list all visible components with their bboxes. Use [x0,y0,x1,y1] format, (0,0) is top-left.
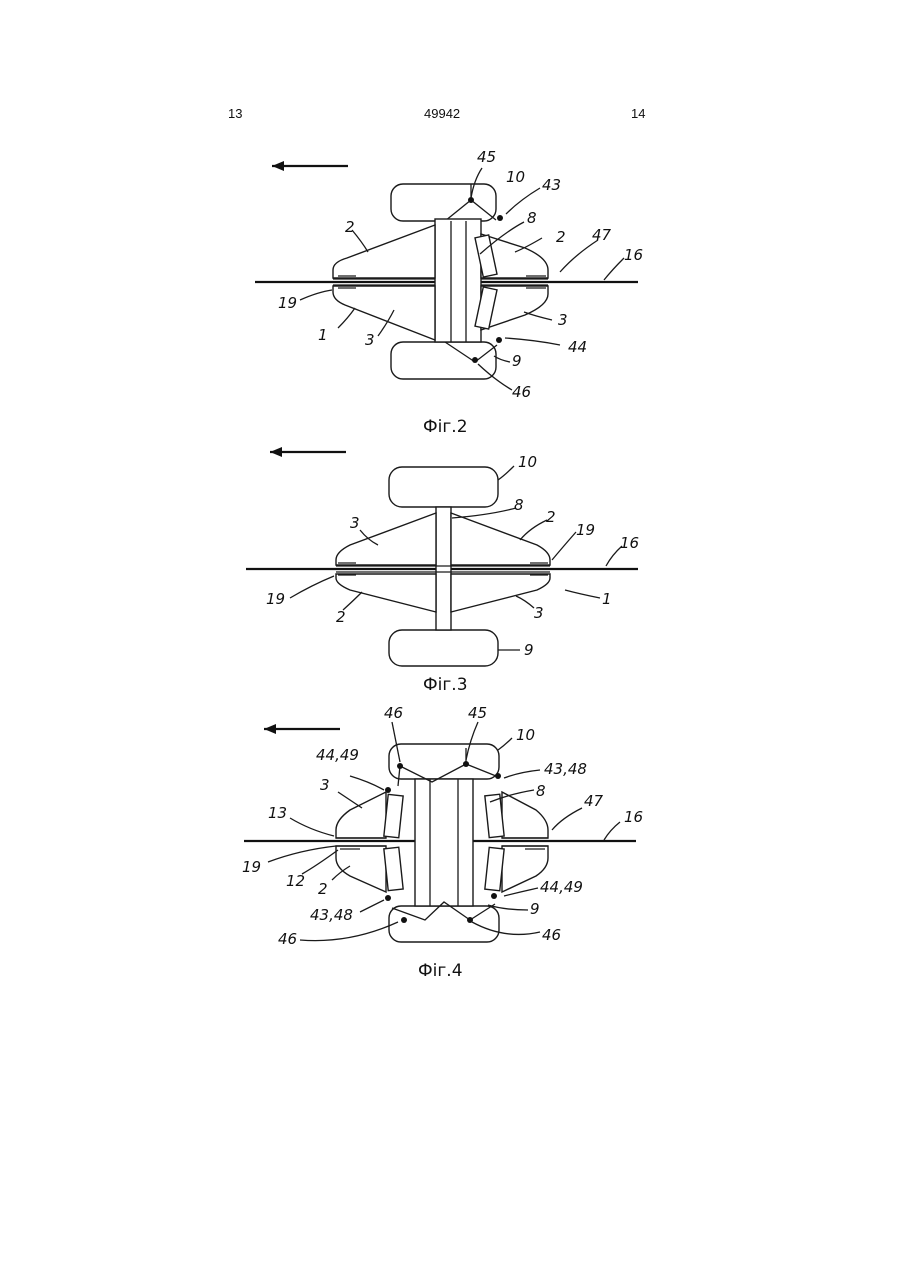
figure-4: 46 45 10 44,49 43,48 3 8 47 13 16 19 12 … [242,704,643,981]
fig3-label-3b: 3 [534,604,544,622]
fig3-label-9: 9 [524,641,534,659]
direction-arrow [270,447,346,457]
wing-2-upper [451,513,550,565]
fig4-label-10: 10 [516,726,535,744]
fig3-label-8: 8 [514,496,524,514]
fig4-label-3: 3 [320,776,330,794]
fig2-label-8: 8 [527,209,537,227]
direction-arrow [264,724,340,734]
fig3-label-19a: 19 [576,521,595,539]
fig2-label-2a: 2 [345,218,355,236]
mast-8 [435,219,481,342]
fig2-label-9: 9 [512,352,522,370]
fig2-label-43: 43 [542,176,561,194]
fig3-label-3a: 3 [350,514,360,532]
mast-8 [415,779,473,906]
fig2-label-2b: 2 [556,228,566,246]
fig2-caption: Фіг.2 [423,417,468,437]
fig2-label-10: 10 [506,168,525,186]
wing-3-left [336,792,386,838]
direction-arrow [272,161,348,171]
fig4-label-46b: 46 [278,930,297,948]
mast-8 [436,507,451,630]
fig2-label-3a: 3 [365,331,375,349]
fig3-label-19b: 19 [266,590,285,608]
wing-2-left [336,846,386,892]
wheel-10 [389,467,498,507]
wheel-9 [391,342,496,379]
fig4-label-47: 47 [584,792,604,810]
fig4-label-2: 2 [318,880,328,898]
fig3-label-2b: 2 [336,608,346,626]
wheel-9 [389,630,498,666]
wheel-10 [389,744,499,779]
fig3-label-16: 16 [620,534,639,552]
fig4-label-16: 16 [624,808,643,826]
fig4-label-43-48a: 43,48 [544,760,587,778]
fig4-label-8: 8 [536,782,546,800]
fig2-label-44: 44 [568,338,587,356]
wing-2-lower [336,574,436,612]
fig3-caption: Фіг.3 [423,675,468,695]
fig4-label-43-48b: 43,48 [310,906,353,924]
fig4-label-44-49a: 44,49 [316,746,359,764]
fig2-label-3b: 3 [558,311,568,329]
fig2-label-16: 16 [624,246,643,264]
fig2-label-46: 46 [512,383,531,401]
fig3-label-2a: 2 [546,508,556,526]
fig4-label-9: 9 [530,900,540,918]
fig4-label-13: 13 [268,804,287,822]
wheel-10 [391,184,496,221]
wing-3-left [333,286,435,340]
fig4-label-45: 45 [468,704,487,722]
fig4-label-44-49b: 44,49 [540,878,583,896]
fig3-label-1: 1 [602,590,612,608]
fig4-label-46c: 46 [542,926,561,944]
fig4-label-46a: 46 [384,704,403,722]
fig4-label-19: 19 [242,858,261,876]
fig2-label-1: 1 [318,326,328,344]
fig2-label-45: 45 [477,148,496,166]
figure-2: 45 10 43 2 8 2 47 16 19 1 3 3 44 9 46 Фі… [255,148,643,437]
fig4-label-12: 12 [286,872,305,890]
fig4-caption: Фіг.4 [418,961,463,981]
fig2-label-47: 47 [592,226,612,244]
fig2-label-19: 19 [278,294,297,312]
fig3-label-10: 10 [518,453,537,471]
figure-3: 10 8 3 2 19 16 19 2 3 1 9 Фіг.3 [246,447,639,695]
